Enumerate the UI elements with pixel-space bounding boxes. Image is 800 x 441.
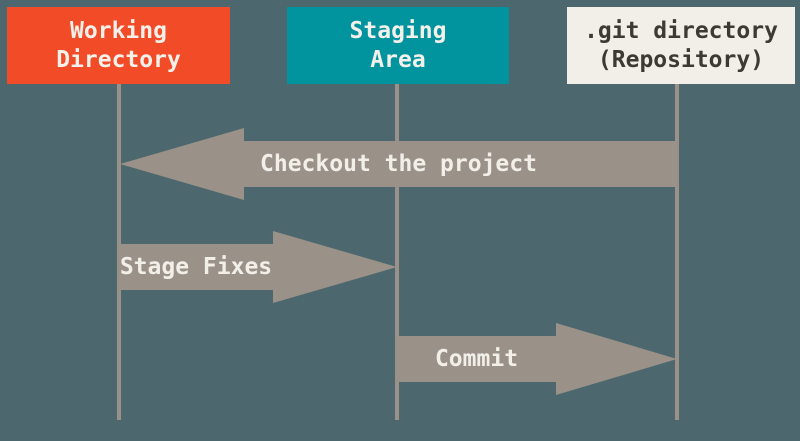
checkout-arrow-head-left-icon xyxy=(120,128,244,200)
working-directory-box: Working Directory xyxy=(7,7,230,84)
commit-arrow-body xyxy=(397,336,556,382)
staging-area-lifeline xyxy=(395,84,399,420)
staging-area-label-line2: Area xyxy=(370,46,426,73)
working-directory-label-line2: Directory xyxy=(56,46,181,73)
git-directory-label-line1: .git directory xyxy=(584,17,778,44)
stage-fixes-arrow-label: Stage Fixes xyxy=(119,254,273,280)
stage-fixes-arrow: Stage Fixes xyxy=(119,231,397,303)
commit-arrow-head-right-icon xyxy=(556,323,677,395)
stage-fixes-arrow-head-right-icon xyxy=(273,231,397,303)
checkout-arrow-body xyxy=(244,141,677,187)
git-directory-lifeline xyxy=(675,84,679,420)
checkout-arrow: Checkout the project xyxy=(120,128,677,200)
staging-area-label-line1: Staging xyxy=(349,17,447,44)
staging-area-box: Staging Area xyxy=(287,7,509,84)
checkout-arrow-label: Checkout the project xyxy=(260,151,537,177)
commit-arrow: Commit xyxy=(397,323,677,395)
git-directory-box: .git directory (Repository) xyxy=(567,7,795,84)
commit-arrow-label: Commit xyxy=(434,346,519,372)
stage-fixes-arrow-body xyxy=(119,244,273,290)
working-directory-label-line1: Working xyxy=(70,17,167,44)
git-directory-label-line2: (Repository) xyxy=(597,46,765,73)
